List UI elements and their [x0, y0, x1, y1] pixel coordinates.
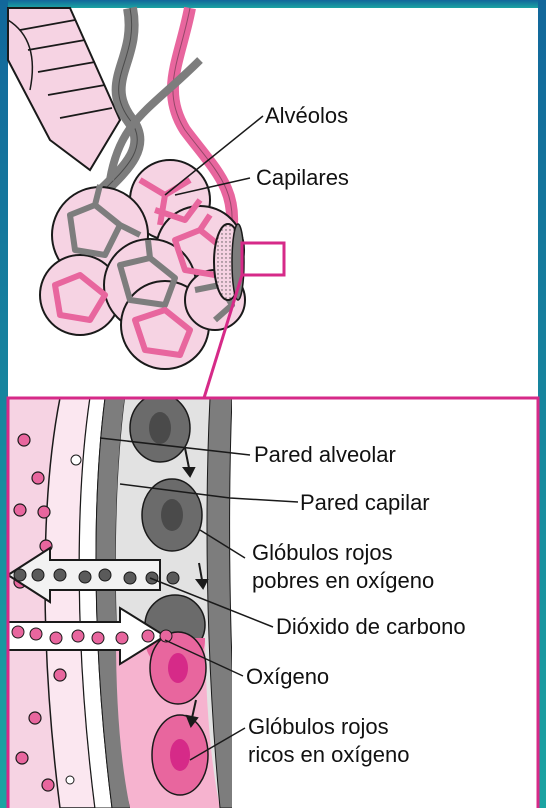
bronchiole — [8, 8, 120, 170]
label-globulos-ricos-1: Glóbulos rojos — [248, 714, 389, 739]
frame-top — [0, 0, 546, 8]
label-globulos-ricos-2: ricos en oxígeno — [248, 742, 409, 767]
label-capilares: Capilares — [256, 165, 349, 190]
zoom-box — [242, 243, 284, 275]
label-globulos-pobres-2: pobres en oxígeno — [252, 568, 434, 593]
label-globulos-pobres-1: Glóbulos rojos — [252, 540, 393, 565]
label-alveolos: Alvéolos — [265, 103, 348, 128]
label-dioxido: Dióxido de carbono — [276, 614, 466, 639]
alveolar-cluster — [40, 160, 245, 369]
label-pared-capilar: Pared capilar — [300, 490, 430, 515]
label-oxigeno: Oxígeno — [246, 664, 329, 689]
label-pared-alveolar: Pared alveolar — [254, 442, 396, 467]
